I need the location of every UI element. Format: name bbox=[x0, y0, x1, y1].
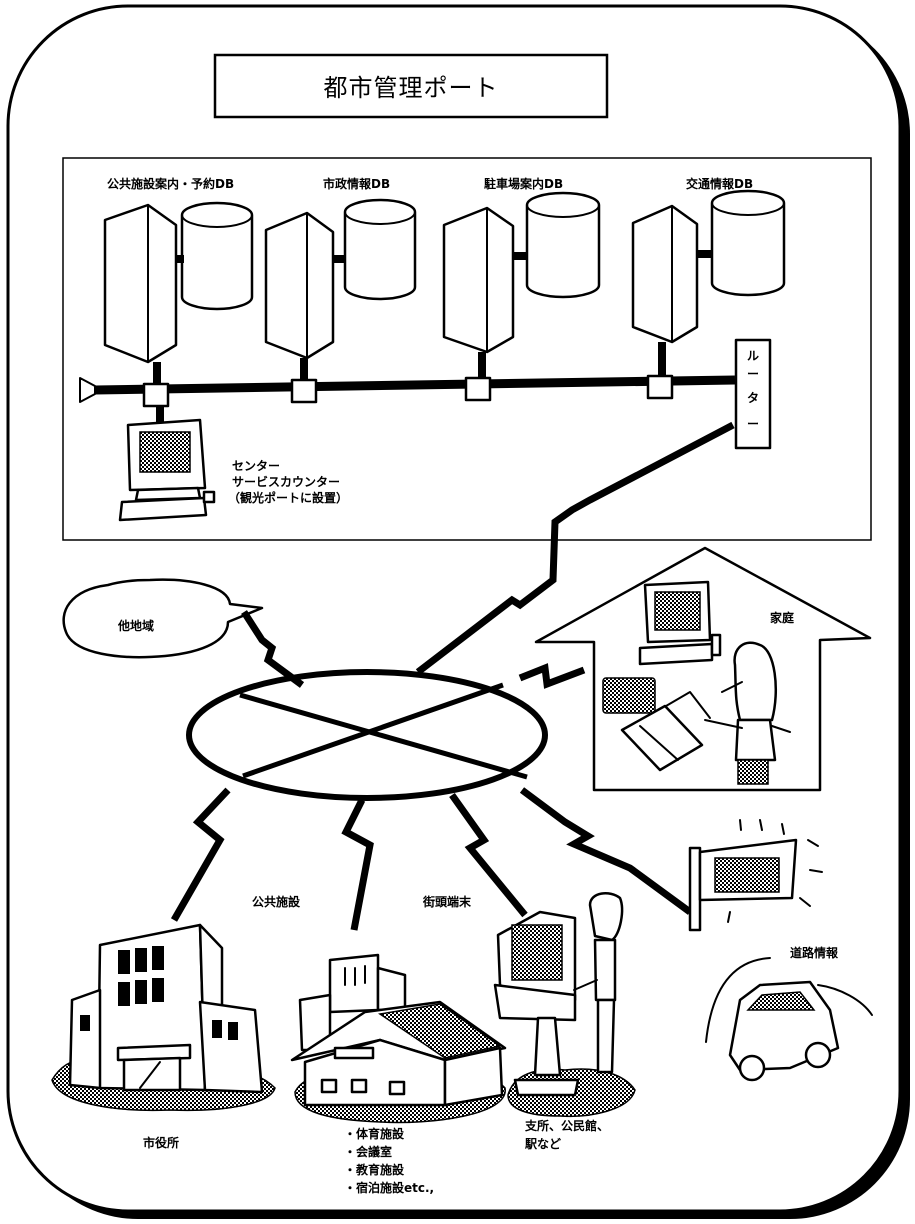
db-label-public-facility: 公共施設案内・予約DB bbox=[107, 176, 234, 191]
link-home-hub bbox=[518, 663, 586, 689]
link-street-hub bbox=[449, 792, 528, 918]
public-facility-building: 公共施設 bbox=[252, 894, 507, 1124]
road-info-label: 道路情報 bbox=[790, 945, 839, 960]
center-service-label: センター サービスカウンター （観光ポートに設置） bbox=[228, 459, 348, 505]
server-icon bbox=[264, 211, 335, 360]
center-label-line: （観光ポートに設置） bbox=[228, 490, 348, 505]
database-icon bbox=[525, 191, 601, 299]
other-region-label: 他地域 bbox=[117, 618, 154, 633]
other-region-bubble: 他地域 bbox=[62, 578, 264, 659]
server-db-group-3 bbox=[442, 191, 601, 380]
router-char: ル bbox=[747, 349, 759, 363]
facility-list: ・体育施設 ・会議室 ・教育施設 ・宿泊施設etc., bbox=[344, 1126, 434, 1195]
facility-list-item: ・宿泊施設etc., bbox=[344, 1180, 434, 1195]
link-city-hall-hub bbox=[170, 787, 231, 922]
server-icon bbox=[631, 204, 699, 344]
branch-list-item: 支所、公民館、 bbox=[524, 1118, 609, 1133]
lan-backbone bbox=[79, 374, 736, 408]
center-terminal bbox=[118, 405, 216, 522]
link-router-hub bbox=[415, 421, 735, 675]
street-terminal: 街頭端末 bbox=[422, 892, 636, 1118]
public-facility-label: 公共施設 bbox=[252, 894, 301, 909]
facility-list-item: ・教育施設 bbox=[344, 1162, 405, 1177]
branch-list-item: 駅など bbox=[524, 1137, 561, 1151]
facility-list-item: ・会議室 bbox=[344, 1144, 392, 1159]
server-icon bbox=[442, 206, 515, 354]
link-road-hub bbox=[519, 787, 693, 915]
server-db-group-4 bbox=[631, 189, 786, 376]
center-label-line: サービスカウンター bbox=[232, 474, 340, 489]
network-links bbox=[170, 421, 735, 931]
network-hub bbox=[186, 669, 548, 801]
title-box: 都市管理ポート bbox=[213, 53, 609, 119]
server-icon bbox=[103, 203, 178, 364]
link-facility-hub bbox=[341, 798, 374, 931]
server-db-group-1 bbox=[103, 201, 254, 392]
facility-list-item: ・体育施設 bbox=[344, 1126, 405, 1141]
server-db-group-2 bbox=[264, 198, 417, 382]
city-hall: 市役所 bbox=[51, 923, 276, 1150]
page-title: 都市管理ポート bbox=[324, 74, 499, 102]
road-info-sign: 道路情報 bbox=[688, 819, 839, 960]
home-label: 家庭 bbox=[770, 610, 794, 625]
db-label-parking: 駐車場案内DB bbox=[484, 176, 563, 191]
database-icon bbox=[343, 198, 417, 301]
link-other-region-hub bbox=[241, 610, 305, 688]
center-label-line: センター bbox=[232, 459, 280, 473]
branch-list: 支所、公民館、 駅など bbox=[524, 1118, 609, 1151]
city-hall-label: 市役所 bbox=[143, 1135, 179, 1150]
home-house: 家庭 bbox=[534, 546, 872, 792]
db-label-city-info: 市政情報DB bbox=[323, 176, 390, 191]
router-char: タ bbox=[747, 391, 759, 405]
street-terminal-label: 街頭端末 bbox=[422, 894, 472, 909]
router-char: ー bbox=[747, 417, 759, 431]
car bbox=[705, 957, 873, 1082]
db-label-traffic: 交通情報DB bbox=[686, 176, 753, 191]
router: ル ー タ ー bbox=[734, 338, 772, 450]
database-icon bbox=[180, 201, 254, 311]
router-char: ー bbox=[747, 367, 759, 381]
database-icon bbox=[710, 189, 786, 297]
